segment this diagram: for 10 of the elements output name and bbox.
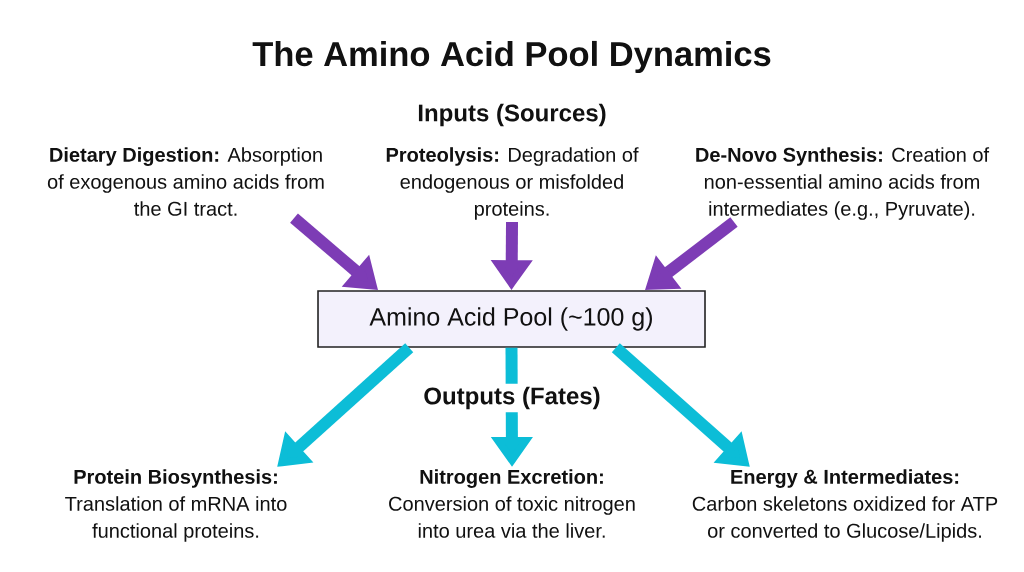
description-text: Dietary Digestion: Absorption of exogenous amino acids from the GI tract. bbox=[47, 147, 324, 216]
description-text: Proteolysis: Degradation of endogenous or misfolded proteins. bbox=[386, 147, 639, 220]
description-text: De-Novo Synthesis: Creation of non-essential amino acids from intermediates (e.g., Pyruvate). bbox=[696, 147, 990, 220]
description-text: Energy & Intermediates: Carbon skeletons oxidized for ATP or converted to Glucose/Lipids. bbox=[692, 469, 998, 542]
description-text: Protein Biosynthesis: Translation of mRNA into functional proteins. bbox=[65, 469, 287, 542]
process-box: Amino Acid Pool (~100 g) bbox=[317, 290, 706, 348]
description-text: Nitrogen Excretion: Conversion of toxic nitrogen into urea via the liver. bbox=[389, 469, 635, 538]
section-heading: Inputs (Sources) bbox=[414, 100, 610, 130]
title: The Amino Acid Pool Dynamics bbox=[252, 40, 771, 74]
section-heading: Outputs (Fates) bbox=[420, 383, 604, 413]
